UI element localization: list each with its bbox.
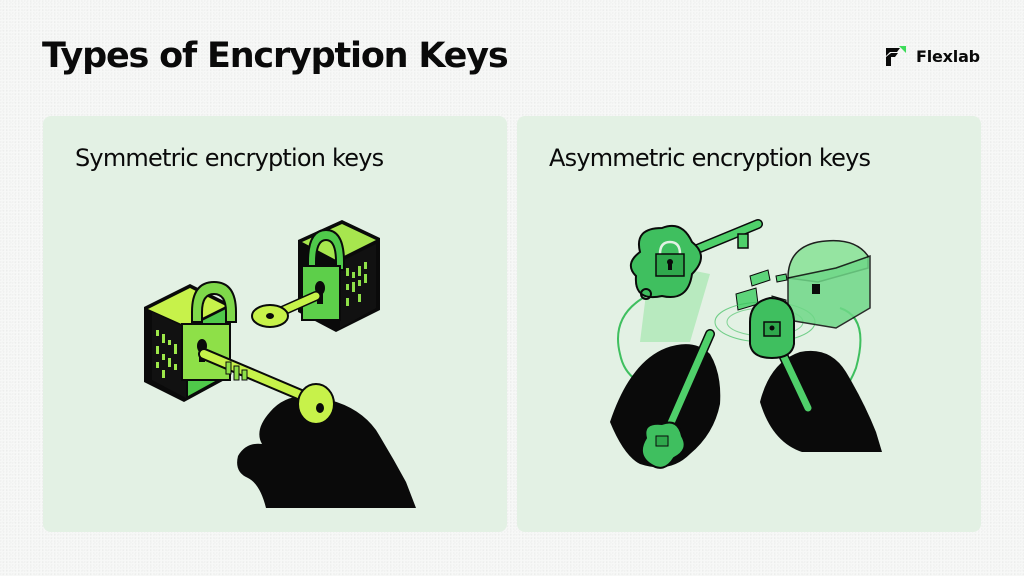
hand-right-icon xyxy=(760,350,882,452)
padlock-cube-left-icon xyxy=(144,280,237,402)
symmetric-panel-title: Symmetric encryption keys xyxy=(75,144,384,172)
hand-left-icon xyxy=(237,396,416,508)
page-title: Types of Encryption Keys xyxy=(42,36,509,76)
flexlab-logo-icon xyxy=(886,46,906,66)
symmetric-keys-illustration xyxy=(144,220,416,508)
asymmetric-panel-title: Asymmetric encryption keys xyxy=(549,144,871,172)
key-right-hand-icon xyxy=(749,296,813,413)
asymmetric-keys-illustration xyxy=(610,219,882,469)
big-key-with-padlock-icon xyxy=(629,219,763,300)
symmetric-panel: Symmetric encryption keys xyxy=(43,116,507,532)
brand: Flexlab xyxy=(884,44,980,68)
key-left-icon xyxy=(198,348,335,425)
treasure-chest-icon xyxy=(787,239,871,329)
asymmetric-panel: Asymmetric encryption keys xyxy=(517,116,981,532)
key-right-icon xyxy=(251,291,321,328)
padlock-cube-right-icon xyxy=(298,220,380,332)
brand-name: Flexlab xyxy=(916,46,980,66)
key-left-hand-icon xyxy=(640,329,715,469)
